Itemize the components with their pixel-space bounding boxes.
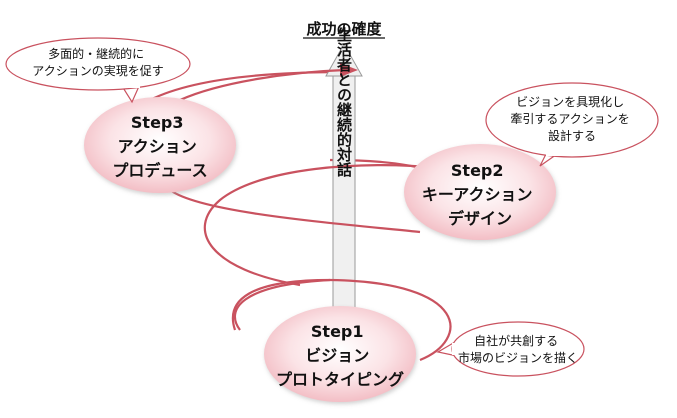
step3-label-line-2: アクション — [118, 137, 197, 156]
callout-step1: 自社が共創する 市場のビジョンを描く — [436, 321, 585, 377]
callout-step2-line-2: 牽引するアクションを — [510, 111, 629, 126]
axis-label: 生活者との継続的対話 — [335, 26, 353, 178]
svg-text:多面的・継続的に アクションの実現を促す: 多面的・継続的に アクションの実現を促す — [32, 46, 163, 78]
step2-label-line-2: キーアクション — [422, 185, 533, 204]
step2-bubble: Step2 キーアクション デザイン — [404, 144, 556, 240]
callout-step1-line-2: 市場のビジョンを描く — [458, 350, 578, 365]
svg-text:自社が共創する 市場のビジョンを描く: 自社が共創する 市場のビジョンを描く — [458, 333, 578, 365]
step3-label-line-1: Step3 — [131, 113, 184, 132]
title-text: 成功の確度 — [306, 20, 382, 38]
step3-label-line-3: プロデュース — [112, 161, 207, 180]
callout-step1-line-1: 自社が共創する — [474, 333, 558, 348]
callout-step2: ビジョンを具現化し 牽引するアクションを 設計する — [485, 82, 659, 167]
callout-step2-line-1: ビジョンを具現化し — [516, 95, 624, 109]
callout-step3: 多面的・継続的に アクションの実現を促す — [5, 37, 191, 104]
step1-label-line-3: プロトタイピング — [276, 370, 404, 389]
callout-step3-line-2: アクションの実現を促す — [32, 63, 163, 78]
svg-text:Step1 ビジョン プロトタイピン: Step1 ビジョン プロトタイピング — [276, 322, 404, 389]
step1-label-line-1: Step1 — [311, 322, 364, 341]
step2-label-line-1: Step2 — [451, 161, 504, 180]
svg-text:ビジョンを具現化し 牽引するアクションを: ビジョンを具現化し 牽引するアクションを 設計する — [510, 95, 633, 143]
callout-step3-line-1: 多面的・継続的に — [48, 46, 144, 61]
callout-step2-line-3: 設計する — [548, 128, 596, 143]
diagram-title: 成功の確度 — [303, 20, 385, 39]
svg-text:Step3 アクション プロデュース: Step3 アクション プロデュース — [112, 113, 207, 180]
step2-label-line-3: デザイン — [448, 209, 512, 228]
step1-label-line-2: ビジョン — [305, 346, 369, 365]
svg-text:Step2 キーアクション デザイン: Step2 キーアクション デザイン — [422, 161, 538, 228]
step3-bubble: Step3 アクション プロデュース — [84, 97, 236, 193]
step1-bubble: Step1 ビジョン プロトタイピング — [264, 306, 416, 402]
